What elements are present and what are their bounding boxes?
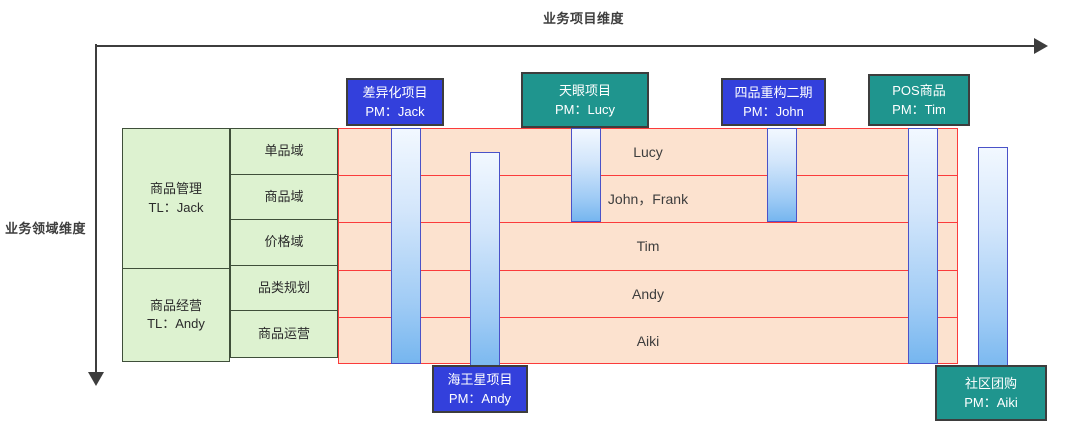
- domain-cell-0: 单品域: [230, 128, 338, 176]
- project-name-haiwangxing: 海王星项目: [447, 371, 513, 387]
- project-bar-pos[interactable]: [908, 128, 938, 364]
- group-cell-product-operations: 商品经营 TL：Andy: [122, 268, 230, 363]
- project-pm-tianyan: PM：Lucy: [555, 102, 615, 117]
- project-bar-sipin[interactable]: [767, 128, 797, 222]
- y-axis-label: 业务领域维度: [5, 221, 87, 236]
- project-bar-shequtuangou[interactable]: [978, 147, 1008, 374]
- owner-label-4: Aiki: [636, 333, 660, 350]
- project-pm-haiwangxing: PM：Andy: [448, 391, 512, 406]
- project-pm-pos: PM：Tim: [892, 102, 946, 117]
- domain-column: 单品域 商品域 价格域 品类规划 商品运营: [230, 128, 338, 358]
- x-axis-line: [96, 45, 1036, 47]
- project-pm-sipin: PM：John: [743, 104, 804, 119]
- x-axis-arrowhead-icon: [1034, 38, 1048, 54]
- owner-label-3: Andy: [632, 285, 664, 302]
- domain-cell-2: 价格域: [230, 219, 338, 267]
- domain-cell-1: 商品域: [230, 173, 338, 221]
- matrix: 商品管理 TL：Jack 商品经营 TL：Andy 单品域 商品域 价格域 品类…: [122, 128, 958, 364]
- x-axis-label: 业务项目维度: [543, 11, 625, 26]
- group-column: 商品管理 TL：Jack 商品经营 TL：Andy: [122, 128, 230, 363]
- project-bar-chayihua[interactable]: [391, 128, 421, 364]
- project-name-tianyan: 天眼项目: [558, 82, 611, 98]
- owner-row-3: Andy: [339, 271, 957, 318]
- y-axis-line: [95, 44, 97, 374]
- owner-row-4: Aiki: [339, 318, 957, 365]
- project-bar-tianyan[interactable]: [571, 128, 601, 222]
- domain-cell-4: 商品运营: [230, 310, 338, 358]
- project-box-tianyan[interactable]: 天眼项目 PM：Lucy: [521, 72, 649, 128]
- project-name-pos: POS商品: [892, 82, 946, 98]
- project-name-shequtuangou: 社区团购: [964, 375, 1017, 391]
- project-box-sipin[interactable]: 四品重构二期 PM：John: [721, 78, 826, 126]
- project-pm-chayihua: PM：Jack: [365, 104, 425, 119]
- domain-cell-3: 品类规划: [230, 264, 338, 312]
- owner-row-1: John，Frank: [339, 176, 957, 224]
- project-box-pos[interactable]: POS商品 PM：Tim: [868, 74, 970, 126]
- owner-label-2: Tim: [636, 238, 660, 255]
- owner-grid: Lucy John，Frank Tim Andy Aiki: [338, 128, 958, 364]
- owner-row-2: Tim: [339, 223, 957, 271]
- project-bar-haiwangxing[interactable]: [470, 152, 500, 374]
- project-name-sipin: 四品重构二期: [734, 84, 813, 100]
- y-axis-arrowhead-icon: [88, 372, 104, 386]
- group-cell-product-management: 商品管理 TL：Jack: [122, 128, 230, 270]
- project-pm-shequtuangou: PM：Aiki: [964, 395, 1018, 410]
- project-box-haiwangxing[interactable]: 海王星项目 PM：Andy: [432, 365, 528, 413]
- owner-label-0: Lucy: [633, 144, 663, 161]
- project-box-shequtuangou[interactable]: 社区团购 PM：Aiki: [935, 365, 1047, 421]
- owner-row-0: Lucy: [339, 129, 957, 177]
- owner-label-1: John，Frank: [607, 191, 689, 208]
- project-box-chayihua[interactable]: 差异化项目 PM：Jack: [346, 78, 444, 126]
- project-name-chayihua: 差异化项目: [362, 84, 428, 100]
